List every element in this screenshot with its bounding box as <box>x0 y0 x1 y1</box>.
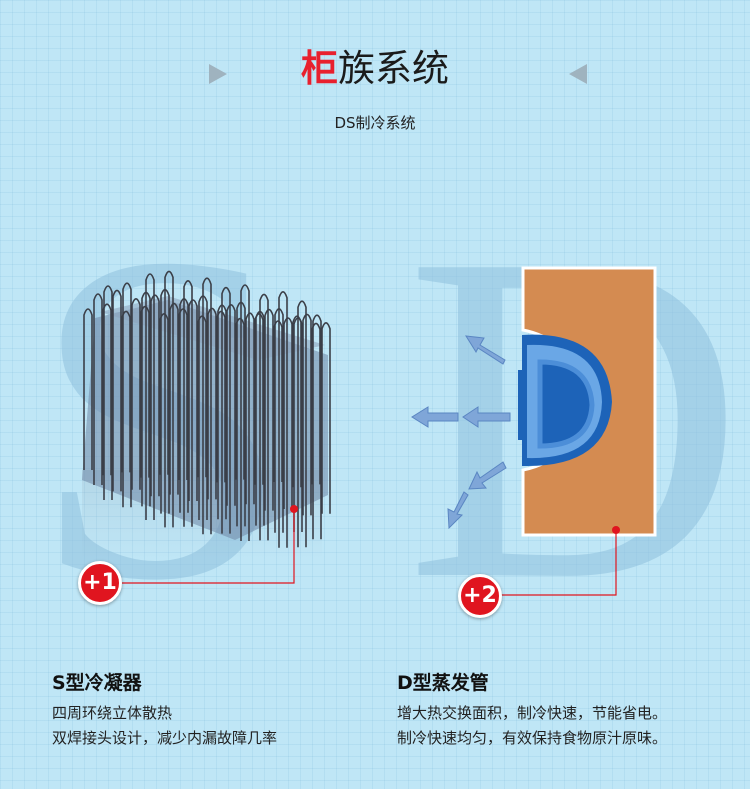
page-subtitle: DS制冷系统 <box>334 114 416 132</box>
condenser-coil-row <box>93 289 331 516</box>
arrow-down-left-2 <box>447 491 469 530</box>
condenser-coil-row <box>145 270 307 548</box>
arrow-down-left-1 <box>468 461 507 490</box>
condenser-backplate <box>82 300 328 540</box>
right-feature-line-1: 增大热交换面积，制冷快速，节能省电。 <box>397 704 668 722</box>
title-accent: 柜 <box>301 47 338 90</box>
condenser-coils <box>83 270 331 548</box>
left-feature-heading: S型冷凝器 <box>52 672 142 694</box>
page-title: 柜族系统 <box>0 46 750 92</box>
decor-triangle-right <box>569 64 587 84</box>
decor-triangle-left <box>209 64 227 84</box>
evaporator-d-shape <box>537 359 595 449</box>
right-feature: D型蒸发管 增大热交换面积，制冷快速，节能省电。 制冷快速均匀，有效保持食物原汁… <box>397 668 742 751</box>
cold-air-arrows <box>411 335 511 530</box>
title-rest: 族系统 <box>338 47 449 90</box>
callout-line-right <box>500 530 617 596</box>
arrow-left-1 <box>462 406 511 428</box>
badge-plus-two: +2 <box>458 574 502 618</box>
arrow-up-left <box>465 335 506 365</box>
callout-line-left <box>115 509 295 584</box>
badge-plus-one: +1 <box>78 561 122 605</box>
right-feature-line-2: 制冷快速均匀，有效保持食物原汁原味。 <box>397 729 668 747</box>
right-feature-heading: D型蒸发管 <box>397 672 489 694</box>
condenser-coil-row <box>83 303 321 488</box>
evaporator-tube-stem <box>518 370 526 440</box>
left-feature: S型冷凝器 四周环绕立体散热 双焊接头设计，减少内漏故障几率 <box>52 668 372 751</box>
arrow-left-2 <box>411 406 459 428</box>
left-feature-line-1: 四周环绕立体散热 <box>52 704 173 722</box>
left-feature-line-2: 双焊接头设计，减少内漏故障几率 <box>52 729 278 747</box>
